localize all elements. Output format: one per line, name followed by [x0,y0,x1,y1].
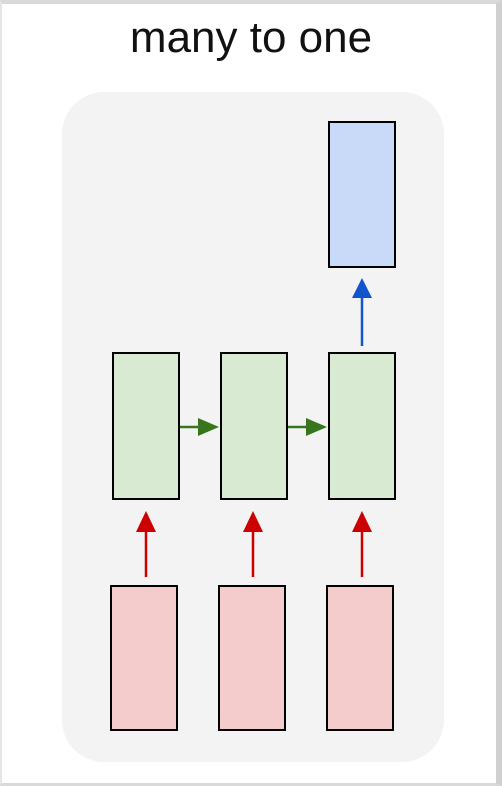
input-box-2 [218,585,286,731]
hidden-state-box-2 [220,352,288,500]
recurrent-arrow-2 [288,418,327,436]
output-arrow [352,278,372,346]
input-arrow-1 [136,511,156,577]
diagram-title: many to one [129,13,373,62]
hidden-state-box-1 [112,352,180,500]
input-box-1 [110,585,178,731]
input-arrow-3 [352,511,372,577]
input-arrow-2 [243,511,263,577]
input-box-3 [326,585,394,731]
recurrent-arrow-1 [180,418,219,436]
hidden-state-box-3 [328,352,396,500]
output-box [328,121,396,268]
